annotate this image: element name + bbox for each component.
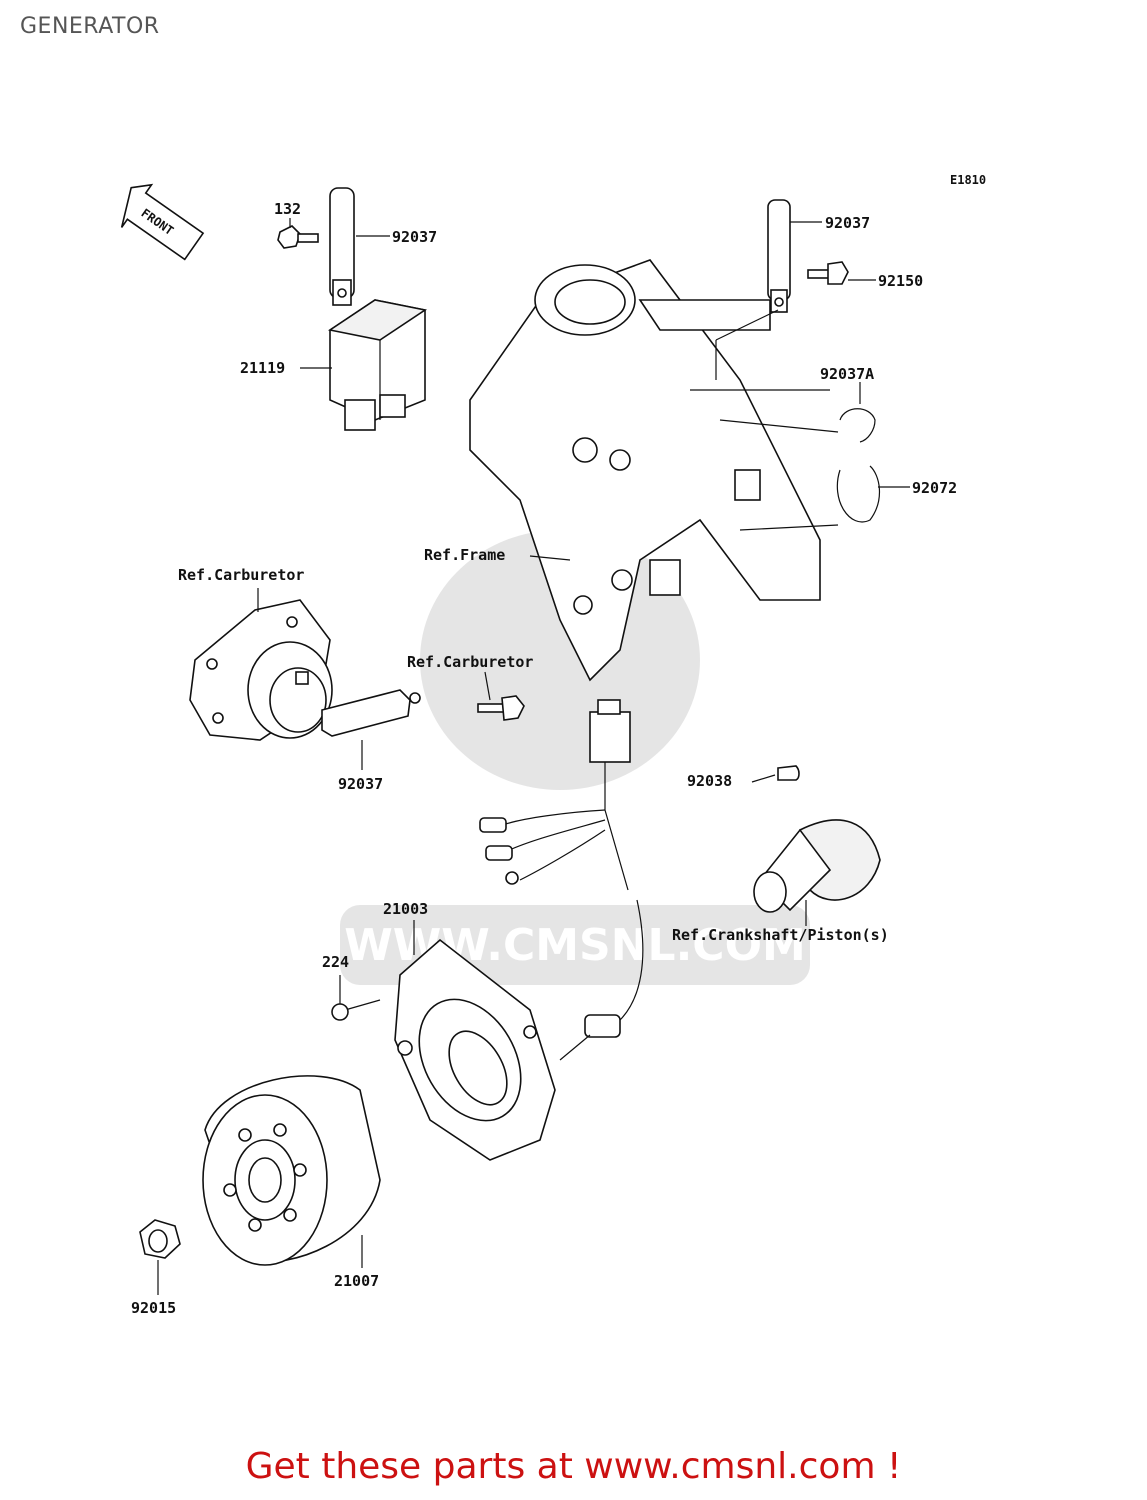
nut-92015 xyxy=(139,1219,181,1259)
wire-harness xyxy=(479,699,644,1021)
label-21119: 21119 xyxy=(240,359,285,377)
part-labels: 132 92037 21119 92037 92150 92037A 92072… xyxy=(131,200,957,1317)
label-132: 132 xyxy=(274,200,301,218)
clamp-92072 xyxy=(836,465,880,523)
label-92037A: 92037A xyxy=(820,365,874,383)
diagram-code: E1810 xyxy=(950,173,986,187)
leader-lines xyxy=(157,218,910,1295)
crankshaft xyxy=(753,819,881,913)
flywheel-21007 xyxy=(202,1075,381,1266)
bolt-132 xyxy=(277,225,319,249)
strap-92037-mid xyxy=(321,689,421,737)
label-ref-carburetor-1: Ref.Carburetor xyxy=(178,566,304,584)
label-92072: 92072 xyxy=(912,479,957,497)
key-92038 xyxy=(777,765,800,781)
label-92038: 92038 xyxy=(687,772,732,790)
label-21003: 21003 xyxy=(383,900,428,918)
front-arrow-icon: FRONT xyxy=(120,183,205,261)
carburetor xyxy=(189,599,333,741)
bolt-carburetor xyxy=(477,695,525,721)
screw-224 xyxy=(331,999,381,1021)
label-92037-mid: 92037 xyxy=(338,775,383,793)
label-92037-top-right: 92037 xyxy=(825,214,870,232)
strap-92037-top-left xyxy=(329,187,355,306)
label-ref-frame: Ref.Frame xyxy=(424,546,505,564)
stator-21003 xyxy=(394,938,621,1161)
strap-92037-top-right xyxy=(767,199,791,313)
label-ref-carburetor-2: Ref.Carburetor xyxy=(407,653,533,671)
label-92037-top-left: 92037 xyxy=(392,228,437,246)
cdi-unit xyxy=(327,299,428,431)
label-92015: 92015 xyxy=(131,1299,176,1317)
footer-link[interactable]: Get these parts at www.cmsnl.com ! xyxy=(245,1446,902,1487)
clamp-92037A xyxy=(839,408,876,443)
label-224: 224 xyxy=(322,953,349,971)
parts-diagram: CMS WWW.CMSNL.COM FRONT E1810 xyxy=(120,173,986,1317)
label-ref-crankshaft: Ref.Crankshaft/Piston(s) xyxy=(672,926,889,944)
bolt-92150 xyxy=(807,261,849,285)
label-21007: 21007 xyxy=(334,1272,379,1290)
page-title: GENERATOR xyxy=(20,14,160,39)
label-92150: 92150 xyxy=(878,272,923,290)
frame xyxy=(469,259,839,682)
